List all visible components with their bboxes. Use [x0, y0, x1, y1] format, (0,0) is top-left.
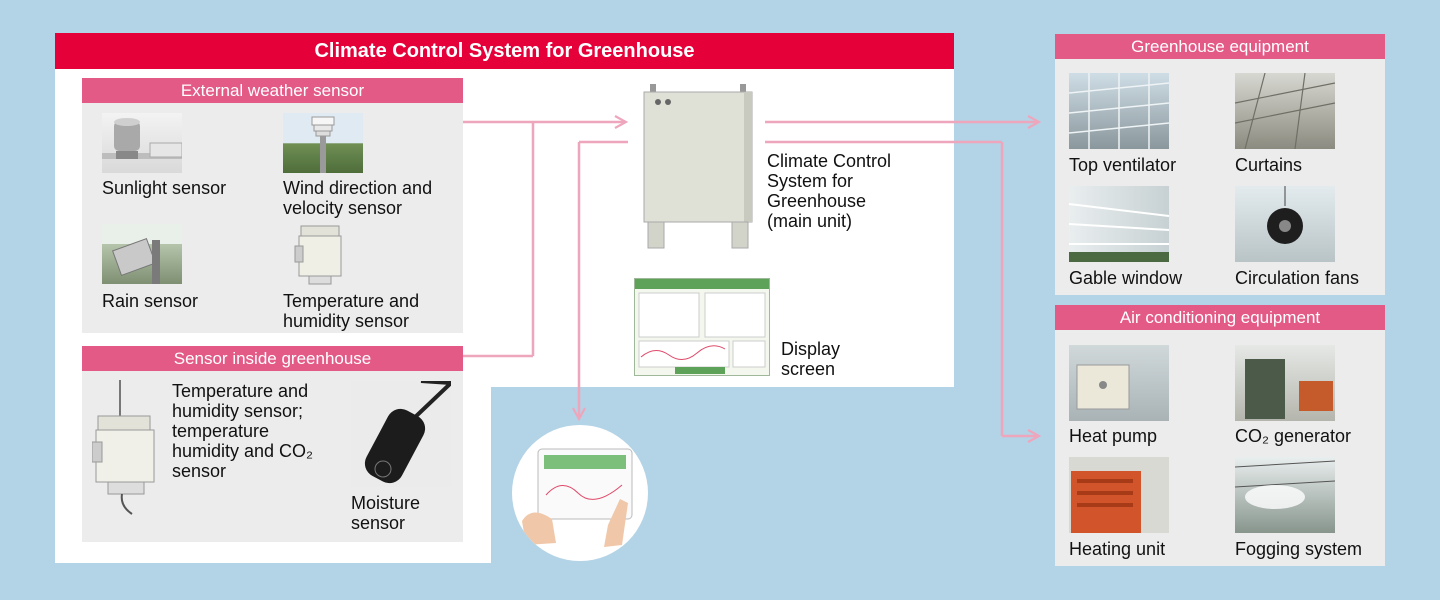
rain-sensor-label: Rain sensor — [102, 291, 199, 311]
display-screen-image — [634, 278, 770, 376]
air-conditioning-heading: Air conditioning equipment — [1055, 305, 1385, 330]
external-sensor-heading: External weather sensor — [82, 78, 463, 103]
sunlight-sensor-image — [102, 113, 182, 173]
inside-temp-label-4: humidity and CO₂ — [172, 441, 314, 461]
temp-humidity-sensor-label-1: Temperature and — [283, 291, 420, 311]
inside-temp-label-1: Temperature and — [172, 381, 309, 401]
gable-window-image — [1069, 186, 1169, 262]
temp-humidity-sensor-label-2: humidity sensor — [283, 311, 410, 331]
inside-temp-label-2: humidity sensor; — [172, 401, 304, 421]
wind-sensor-label-2: velocity sensor — [283, 198, 403, 218]
fogging-system-label: Fogging system — [1235, 539, 1363, 559]
fogging-system-image — [1235, 457, 1335, 533]
display-label-2: screen — [781, 359, 836, 379]
top-ventilator-label: Top ventilator — [1069, 155, 1177, 175]
rain-sensor-image — [102, 224, 182, 284]
inside-temp-label-3: temperature — [172, 421, 270, 441]
greenhouse-equipment-heading: Greenhouse equipment — [1055, 34, 1385, 59]
wind-sensor-label-1: Wind direction and — [283, 178, 433, 198]
co2-generator-image — [1235, 345, 1335, 421]
main-unit-image — [640, 84, 756, 254]
temp-humidity-sensor-image — [291, 224, 351, 286]
curtains-label: Curtains — [1235, 155, 1303, 175]
main-unit-label-4: (main unit) — [767, 211, 853, 231]
inside-temp-label-5: sensor — [172, 461, 227, 481]
sunlight-sensor-label: Sunlight sensor — [102, 178, 227, 198]
wind-sensor-image — [283, 113, 363, 173]
heat-pump-label: Heat pump — [1069, 426, 1158, 446]
main-title: Climate Control System for Greenhouse — [55, 33, 954, 69]
display-label-1: Display — [781, 339, 841, 359]
gable-window-label: Gable window — [1069, 268, 1183, 288]
circulation-fans-image — [1235, 186, 1335, 262]
inside-sensor-heading: Sensor inside greenhouse — [82, 346, 463, 371]
top-ventilator-image — [1069, 73, 1169, 149]
moisture-sensor-image — [351, 381, 451, 487]
heat-pump-image — [1069, 345, 1169, 421]
co2-generator-label: CO₂ generator — [1235, 426, 1352, 446]
curtains-image — [1235, 73, 1335, 149]
main-unit-label-1: Climate Control — [767, 151, 892, 171]
tablet-image — [512, 425, 648, 561]
main-unit-label-3: Greenhouse — [767, 191, 867, 211]
heating-unit-image — [1069, 457, 1169, 533]
main-unit-label-2: System for — [767, 171, 854, 191]
heating-unit-label: Heating unit — [1069, 539, 1166, 559]
moisture-label-1: Moisture — [351, 493, 421, 513]
inside-temp-sensor-image — [92, 380, 162, 515]
moisture-label-2: sensor — [351, 513, 406, 533]
circulation-fans-label: Circulation fans — [1235, 268, 1360, 288]
